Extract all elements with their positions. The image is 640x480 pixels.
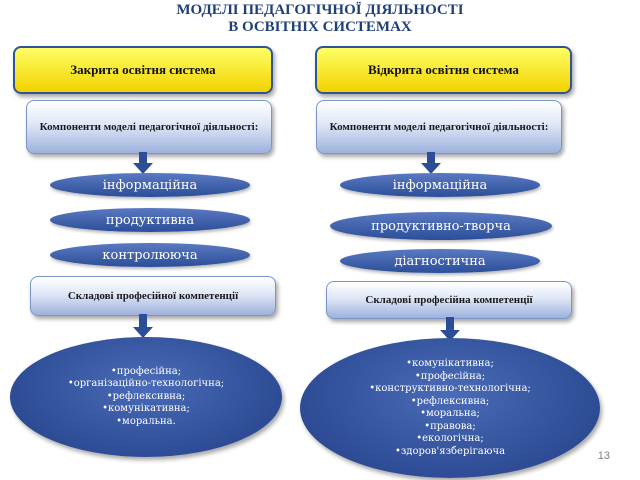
- left-arrow-down-icon-2: [133, 314, 153, 338]
- list-item: •правова;: [424, 420, 476, 432]
- left-pill-productive: продуктивна: [50, 208, 250, 232]
- list-item: •комунікативна;: [406, 358, 494, 369]
- list-item: •конструктивно-технологічна;: [369, 383, 531, 394]
- left-pill-informational: інформаційна: [50, 173, 250, 197]
- right-arrow-down-icon-2: [440, 317, 460, 341]
- left-components-box: Компоненти моделі педагогічної діяльност…: [26, 100, 272, 154]
- list-item: •здоров'язберігаюча: [394, 445, 506, 457]
- left-pill-controlling: контролююча: [50, 243, 250, 267]
- right-arrow-down-icon: [421, 152, 441, 174]
- list-item: •рефлексивна;: [410, 395, 490, 407]
- title-line-2: В ОСВІТНІХ СИСТЕМАХ: [228, 19, 412, 35]
- list-item: •екологічна;: [416, 433, 484, 444]
- left-arrow-down-icon: [133, 152, 153, 174]
- list-item: •організаційно-технологічна;: [67, 378, 225, 390]
- title-line-1: МОДЕЛІ ПЕДАГОГІЧНОЇ ДІЯЛЬНОСТІ: [176, 2, 464, 18]
- right-pill-productive-creative: продуктивно-творча: [330, 212, 552, 240]
- closed-system-box: Закрита освітня система: [13, 46, 273, 94]
- list-item: •професійна;: [110, 365, 182, 377]
- list-item: •комунікативна;: [102, 403, 190, 415]
- page-title: МОДЕЛІ ПЕДАГОГІЧНОЇ ДІЯЛЬНОСТІ В ОСВІТНІ…: [120, 2, 520, 36]
- list-item: •моральна.: [116, 415, 176, 427]
- left-competences-box: Складові професійної компетенції: [30, 276, 276, 316]
- right-competences-list: •комунікативна; •професійна; •конструкти…: [300, 338, 600, 478]
- list-item: •професійна;: [414, 370, 486, 382]
- open-system-box: Відкрита освітня система: [315, 46, 572, 94]
- list-item: •рефлексивна;: [106, 390, 186, 402]
- right-pill-diagnostic: діагностична: [340, 249, 540, 273]
- right-components-box: Компоненти моделі педагогічної діяльност…: [316, 100, 562, 154]
- page-number: 13: [597, 450, 610, 462]
- list-item: •моральна;: [420, 408, 480, 419]
- right-competences-box: Складові професійна компетенції: [326, 281, 572, 319]
- right-pill-informational: інформаційна: [340, 173, 540, 197]
- left-competences-list: •професійна; •організаційно-технологічна…: [10, 337, 282, 457]
